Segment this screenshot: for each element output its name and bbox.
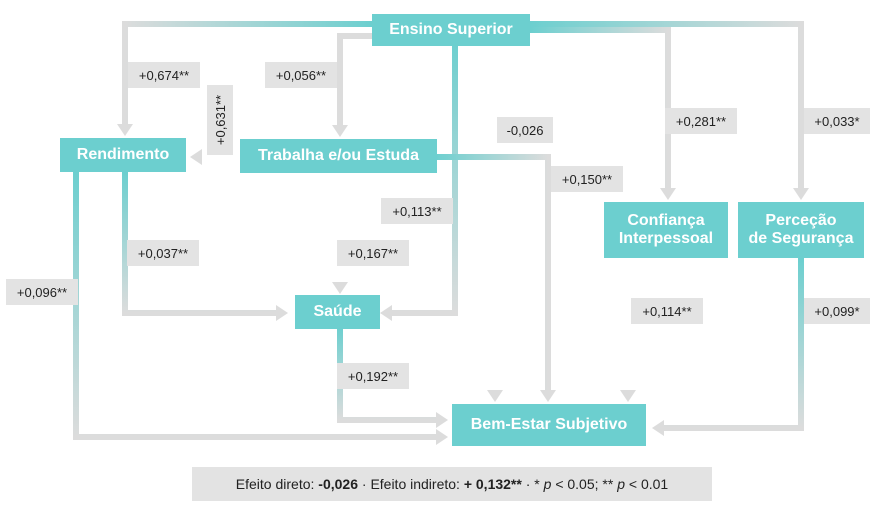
sig-level-1-mark: * <box>534 476 540 492</box>
indirect-effect-label: Efeito indireto: <box>370 476 460 492</box>
sig-level-1-rest: < 0.05; <box>555 476 599 492</box>
arrowhead <box>332 282 348 294</box>
arrow-rendimento-bem-estar <box>73 172 438 440</box>
footer-separator: · <box>525 476 531 492</box>
coef-ensino-percecao: +0,033* <box>804 108 870 134</box>
direct-effect-label: Efeito direto: <box>235 476 315 492</box>
arrowhead <box>436 429 448 445</box>
arrowhead <box>190 149 202 165</box>
arrow-ensino-saude <box>390 40 458 316</box>
arrow-ensino-percecao <box>530 21 804 190</box>
direct-effect-value: -0,026 <box>318 476 358 492</box>
arrow-saude-bem-estar <box>337 327 438 423</box>
node-percecao-label-line2: de Segurança <box>748 230 854 247</box>
arrowhead <box>540 390 556 402</box>
coef-percecao-bem-estar: +0,099* <box>804 298 870 324</box>
coef-ensino-confianca: +0,281** <box>665 108 737 134</box>
node-bem-estar-label: Bem-Estar Subjetivo <box>470 416 628 433</box>
node-saude-label: Saúde <box>313 303 362 320</box>
arrow-trabalha-bem-estar <box>435 154 551 392</box>
coef-ensino-bem-estar: -0,026 <box>497 117 553 143</box>
coef-trabalha-rendimento: +0,631** <box>207 85 233 155</box>
node-ensino-superior: Ensino Superior <box>372 14 530 46</box>
node-rendimento-label: Rendimento <box>76 146 170 163</box>
arrow-rendimento-saude <box>122 172 278 316</box>
sig-level-2-rest: < 0.01 <box>628 476 669 492</box>
node-saude: Saúde <box>295 295 380 329</box>
coef-ensino-saude: +0,113** <box>381 198 453 224</box>
arrowhead <box>380 305 392 321</box>
coef-trabalha-saude: +0,167** <box>337 240 409 266</box>
node-percecao-seguranca: Perceção de Segurança <box>738 202 864 258</box>
coef-ensino-trabalha: +0,056** <box>265 62 337 88</box>
arrow-ensino-trabalha <box>337 33 400 127</box>
arrowhead <box>487 390 503 402</box>
node-confianca-label-line2: Interpessoal <box>618 230 714 247</box>
arrowhead <box>620 390 636 402</box>
footer-separator: · <box>361 476 367 492</box>
node-ensino-superior-label: Ensino Superior <box>389 21 513 38</box>
arrowhead <box>276 305 288 321</box>
node-confianca-interpessoal: Confiança Interpessoal <box>604 202 728 258</box>
coef-rendimento-bem-estar: +0,096** <box>6 279 78 305</box>
coef-ensino-rendimento: +0,674** <box>128 62 200 88</box>
indirect-effect-value: + 0,132** <box>463 476 522 492</box>
node-confianca-label-line1: Confiança <box>627 212 705 229</box>
node-trabalha-estuda: Trabalha e/ou Estuda <box>240 139 437 173</box>
node-trabalha-estuda-label: Trabalha e/ou Estuda <box>258 147 419 164</box>
sig-level-1-p: p <box>543 476 552 492</box>
node-percecao-label-line1: Perceção <box>765 212 837 229</box>
node-bem-estar-subjetivo: Bem-Estar Subjetivo <box>452 404 646 446</box>
arrowheads <box>117 124 809 445</box>
arrowhead <box>652 420 664 436</box>
effects-footer: Efeito direto: -0,026 · Efeito indireto:… <box>192 467 712 501</box>
node-rendimento: Rendimento <box>60 138 186 172</box>
coef-rendimento-saude: +0,037** <box>127 240 199 266</box>
coef-confianca-bem-estar: +0,114** <box>631 298 703 324</box>
coef-trabalha-bem-estar: +0,150** <box>551 166 623 192</box>
arrow-ensino-confianca <box>530 27 671 190</box>
arrow-percecao-bem-estar <box>662 258 804 431</box>
arrowhead <box>117 124 133 136</box>
arrow-ensino-rendimento <box>122 21 372 126</box>
arrowhead <box>660 188 676 200</box>
arrowhead <box>332 125 348 137</box>
sig-level-2-p: p <box>617 476 625 492</box>
coef-saude-bem-estar: +0,192** <box>337 363 409 389</box>
arrowhead <box>436 412 448 428</box>
sig-level-2-mark: ** <box>602 476 614 492</box>
arrowhead <box>793 188 809 200</box>
